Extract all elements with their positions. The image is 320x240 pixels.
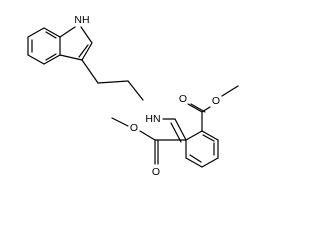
molecule-drawing: NH HN O O O O	[27, 14, 239, 178]
ethyl-linker	[81, 59, 144, 101]
aryl-ester-ether-oxygen-label: O	[212, 95, 220, 107]
vinyl-ester-ether-oxygen-label: O	[130, 122, 138, 134]
indole-benzene-ring	[27, 27, 61, 65]
indole-nh-label: NH	[74, 14, 89, 26]
amine-nh-label: HN	[145, 113, 160, 125]
enamine-group	[162, 118, 187, 143]
aryl-benzene-ring	[185, 130, 219, 168]
aryl-ester-carbonyl-oxygen-label: O	[179, 93, 187, 105]
vinyl-ester-carbonyl-oxygen-label: O	[152, 166, 160, 178]
vinyl-ester-group	[111, 117, 187, 165]
structure-canvas: NH HN O O O O	[27, 14, 239, 178]
indole-pyrrole-ring	[59, 26, 93, 61]
aryl-ester-group	[187, 85, 239, 132]
